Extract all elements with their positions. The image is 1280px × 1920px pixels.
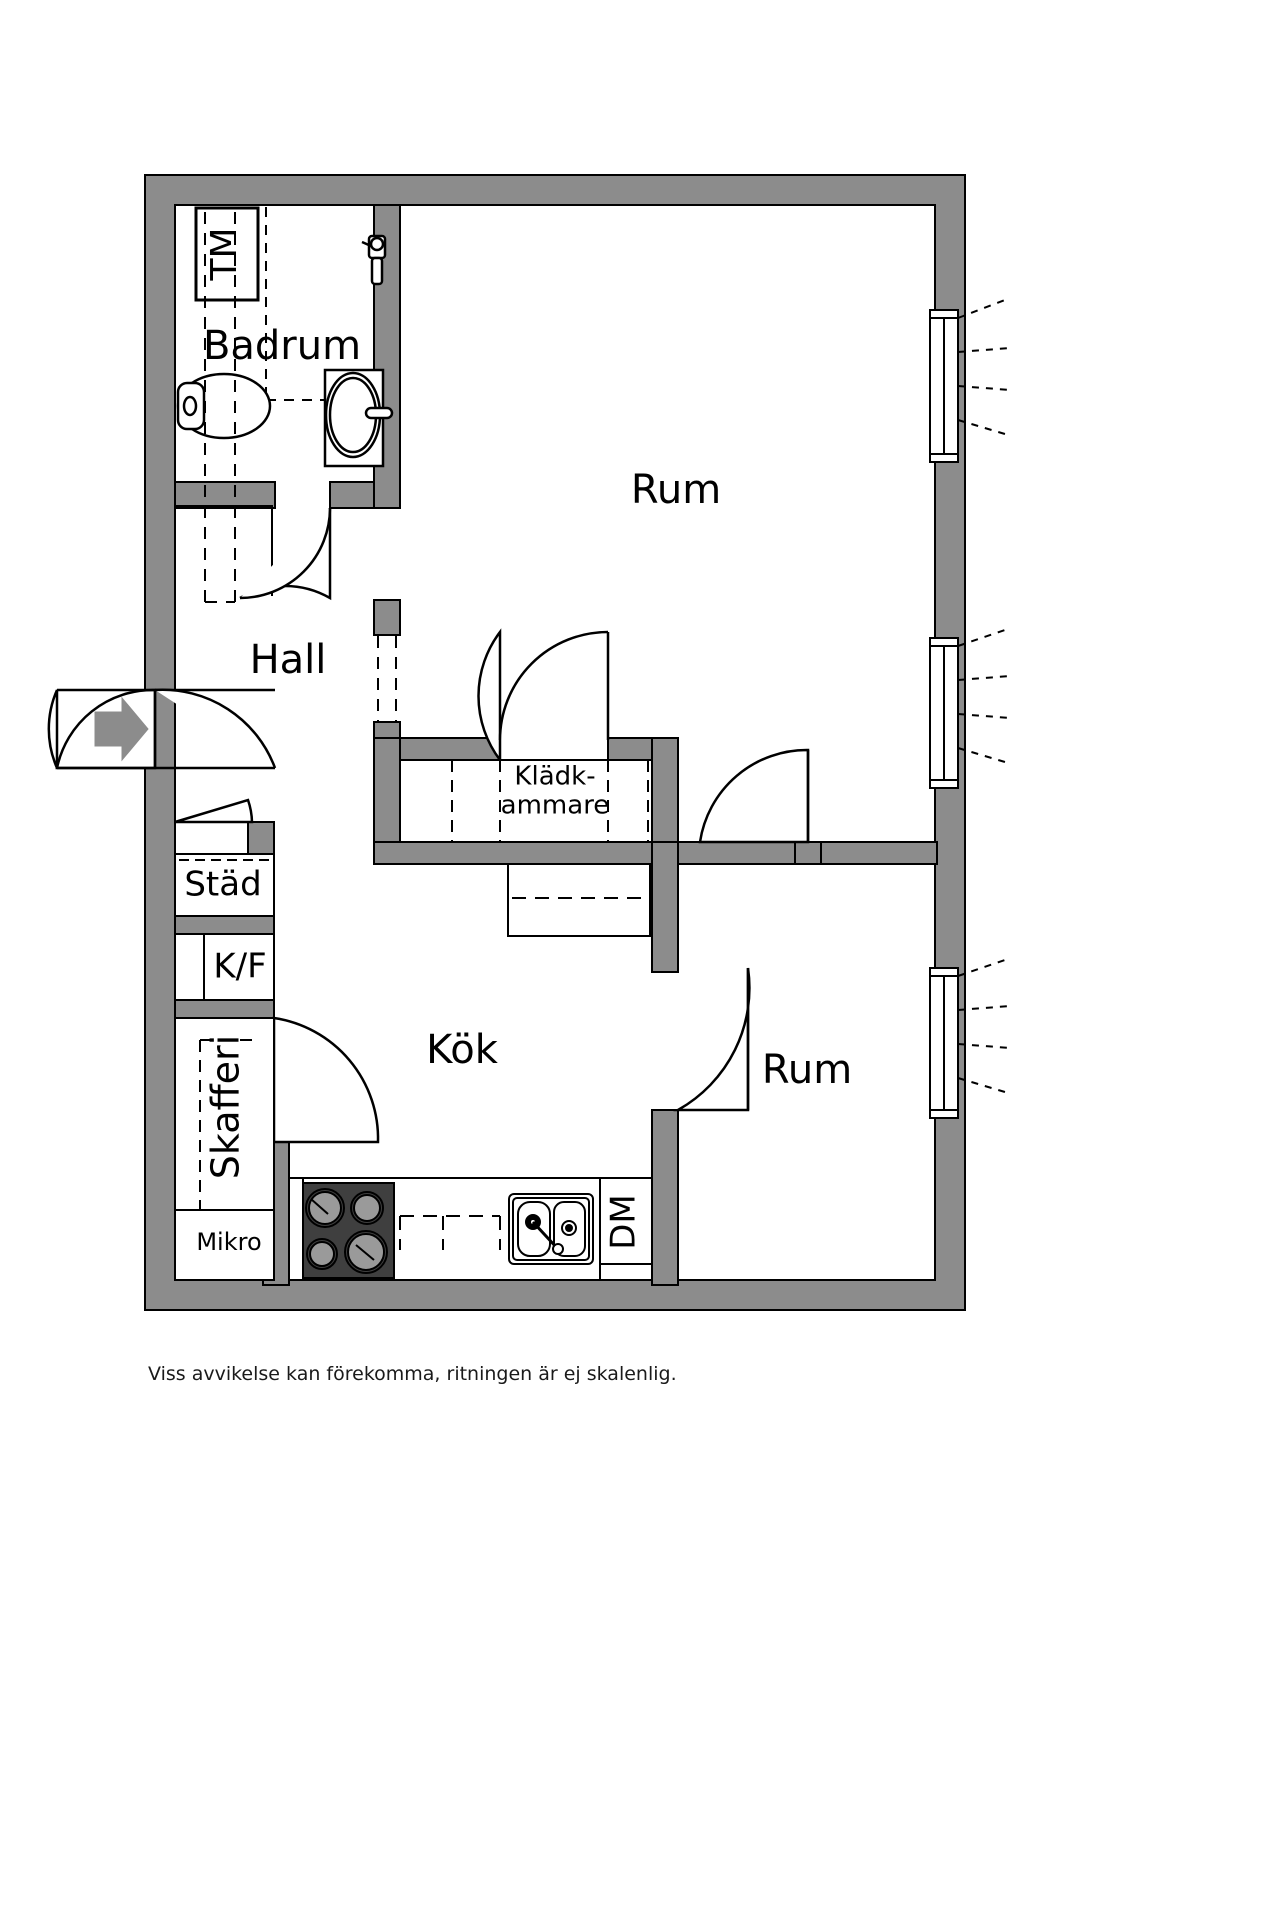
kok-north-opening bbox=[507, 863, 651, 937]
room-labels: Badrum Hall Rum Rum Kök Städ K/F Skaffer… bbox=[184, 227, 852, 1256]
cleaning-door-icon[interactable] bbox=[174, 798, 254, 824]
stad-wall-south bbox=[174, 915, 275, 935]
hall-closet-dashed bbox=[204, 212, 236, 603]
kitchen-door-icon[interactable] bbox=[673, 967, 751, 1112]
storage-boxes bbox=[174, 853, 275, 1281]
kok-rum-partition-lower bbox=[651, 1109, 679, 1286]
hall-rum-partition-upper bbox=[373, 599, 401, 636]
label-skafferi: Skafferi bbox=[204, 1035, 248, 1180]
kladkammare-wall-east bbox=[651, 737, 679, 843]
kf-wall-south bbox=[174, 999, 275, 1019]
label-kok: Kök bbox=[426, 1027, 499, 1073]
label-kladkammare-line2: ammare bbox=[501, 791, 610, 821]
kladkammare-wall-west bbox=[373, 737, 401, 843]
window-top-right bbox=[929, 299, 1011, 463]
shower-mixer-icon bbox=[361, 234, 387, 286]
label-kladkammare-line1: Klädk- bbox=[514, 762, 595, 792]
bathroom-door-icon[interactable] bbox=[239, 507, 332, 601]
label-mikro: Mikro bbox=[196, 1228, 261, 1256]
counter-left-return bbox=[288, 1177, 304, 1281]
label-badrum: Badrum bbox=[203, 323, 361, 369]
room-door-icon[interactable] bbox=[698, 748, 810, 844]
closet-door-icon[interactable] bbox=[477, 628, 610, 764]
window-bottom-right bbox=[929, 959, 1011, 1119]
window-middle-right bbox=[929, 629, 1011, 789]
label-hall: Hall bbox=[250, 637, 327, 683]
windows-group bbox=[929, 299, 1011, 1119]
kitchen-sink-icon bbox=[508, 1193, 594, 1265]
disclaimer-text: Viss avvikelse kan förekomma, ritningen … bbox=[148, 1363, 677, 1385]
stad-box bbox=[174, 853, 275, 917]
washbasin-icon bbox=[323, 368, 394, 468]
entrance-door-icon[interactable] bbox=[47, 688, 277, 770]
upper-cabinets-dashed bbox=[399, 1215, 501, 1250]
pantry-door-icon[interactable] bbox=[272, 1016, 380, 1144]
door-swings bbox=[47, 507, 810, 1144]
entrance-arrow-icon bbox=[94, 696, 149, 762]
rum-bottom-wall-north bbox=[677, 841, 809, 865]
mikro-box bbox=[174, 1209, 275, 1281]
label-rum-top: Rum bbox=[631, 467, 721, 513]
label-tm: TM bbox=[204, 227, 245, 281]
kitchen-counter bbox=[288, 1177, 653, 1281]
kladkammare-shelves bbox=[399, 759, 653, 843]
kf-box bbox=[174, 933, 275, 1001]
bathroom-wall-south-left bbox=[174, 481, 276, 509]
label-kf: K/F bbox=[213, 947, 266, 987]
stove-icon bbox=[295, 1182, 395, 1279]
toilet-icon bbox=[176, 372, 272, 440]
washing-machine-icon bbox=[194, 206, 260, 302]
bathroom-fixtures bbox=[176, 206, 394, 468]
kladkammare-wall-north-left bbox=[399, 737, 501, 761]
hall-kok-doorway-dashed bbox=[377, 636, 397, 722]
kok-rum-partition bbox=[651, 841, 679, 973]
kladkammare-wall-south bbox=[373, 841, 679, 865]
entry-threshold bbox=[145, 690, 175, 700]
label-stad: Städ bbox=[184, 865, 261, 905]
label-rum-bottom: Rum bbox=[762, 1047, 852, 1093]
label-dm: DM bbox=[604, 1194, 644, 1250]
rum-bottom-wall-notch bbox=[794, 841, 822, 865]
